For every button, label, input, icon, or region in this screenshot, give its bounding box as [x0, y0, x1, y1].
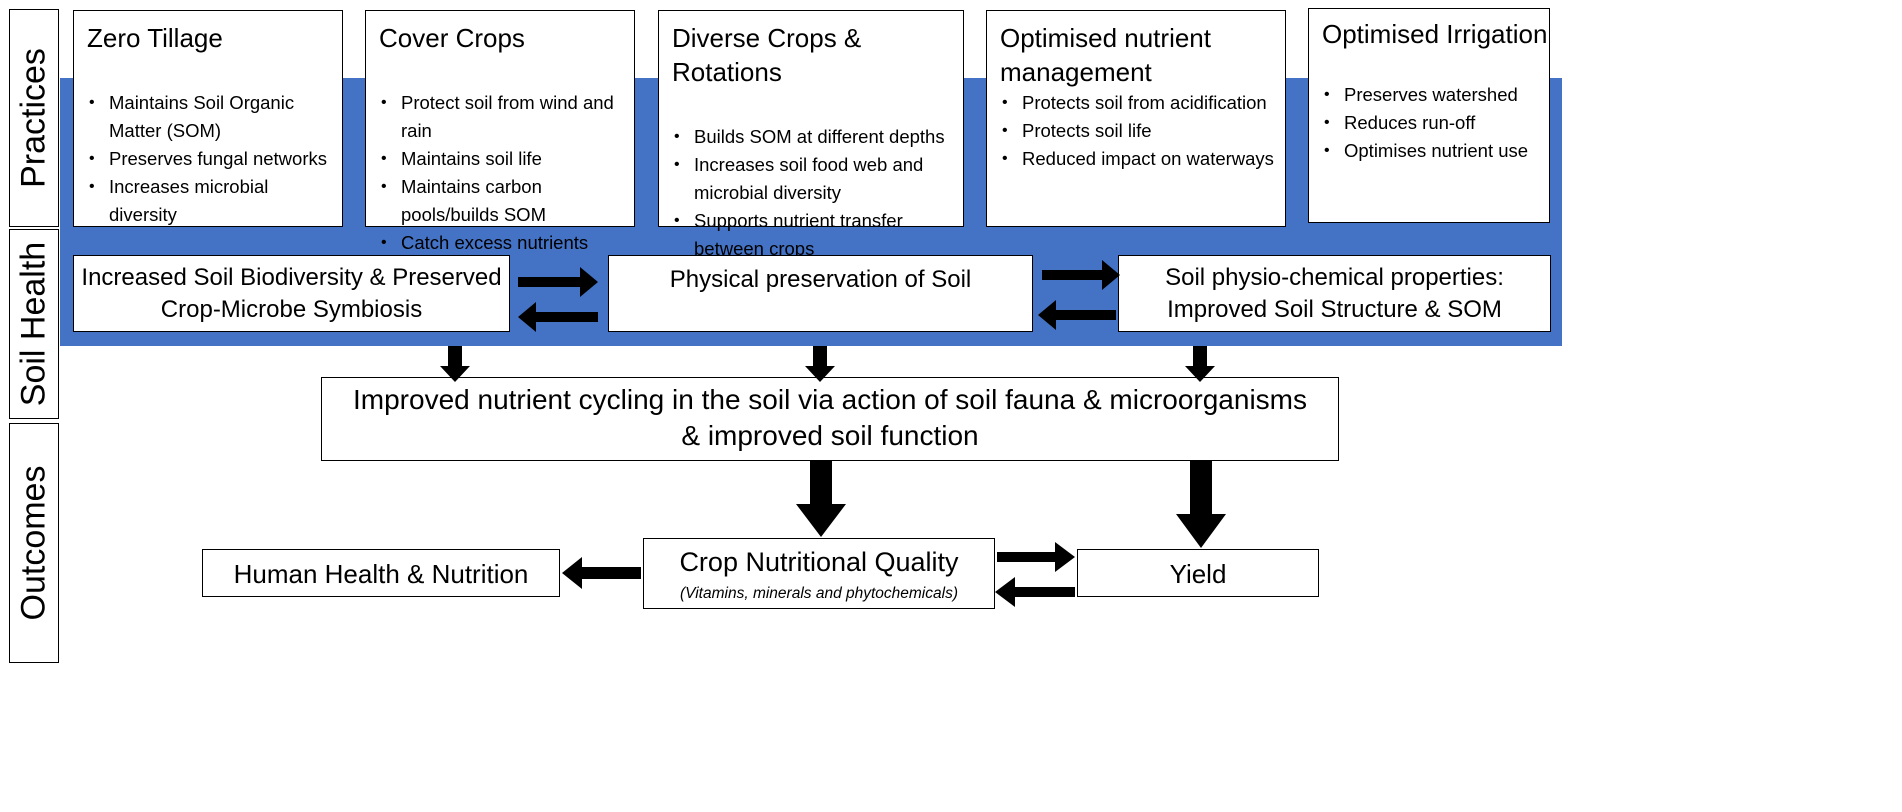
bullet: Maintains carbon [381, 173, 634, 201]
arrow-yield-to-quality [995, 577, 1075, 607]
arrow-biodiversity-to-physical [518, 267, 598, 297]
physio-chemical-line1: Soil physio-chemical properties: [1165, 264, 1504, 291]
practice-title: Zero Tillage [87, 23, 223, 53]
arrow-nutrient-to-quality [796, 461, 846, 537]
practice-title: Cover Crops [379, 23, 525, 53]
bullet: Protect soil from wind and [381, 89, 634, 117]
nutrient-cycling-line1: Improved nutrient cycling in the soil vi… [353, 384, 1307, 415]
bullet: Increases soil food web and [674, 151, 963, 179]
arrow-nutrient-to-yield [1176, 461, 1226, 548]
practices-side-label: Practices [9, 9, 59, 227]
nutrient-cycling-box: Improved nutrient cycling in the soil vi… [321, 377, 1339, 461]
crop-quality-text: Crop Nutritional Quality [679, 547, 959, 577]
bullet: Protects soil life [1002, 117, 1285, 145]
crop-quality-box: Crop Nutritional Quality (Vitamins, mine… [643, 538, 995, 609]
nutrient-cycling-line2: & improved soil function [681, 420, 979, 451]
human-health-box: Human Health & Nutrition [202, 549, 560, 597]
bullet: Catch excess nutrients [381, 229, 634, 257]
soil-health-side-label: Soil Health [9, 229, 59, 419]
bullet-continuation: Matter (SOM) [109, 120, 222, 141]
physical-preservation-text: Physical preservation of Soil [669, 266, 972, 293]
practice-title: Diverse Crops & Rotations [672, 23, 862, 87]
bullet: Reduced impact on waterways [1002, 145, 1285, 173]
practice-title-line1: Optimised nutrient [1000, 23, 1211, 53]
bullet: Preserves watershed [1324, 81, 1549, 109]
practice-zero-tillage: Zero Tillage Maintains Soil Organic Matt… [73, 10, 343, 227]
soil-biodiversity-box: Increased Soil Biodiversity & Preserved … [73, 255, 510, 332]
arrow-physical-to-biodiversity [518, 302, 598, 332]
arrow-quality-to-yield [997, 542, 1075, 572]
bullet: Builds SOM at different depths [674, 123, 963, 151]
bullet: Reduces run-off [1324, 109, 1549, 137]
bullet: Increases microbial [89, 173, 342, 201]
bullet: Maintains Soil Organic [89, 89, 342, 117]
yield-box: Yield [1077, 549, 1319, 597]
practice-title-line2: management [1000, 57, 1152, 87]
arrow-biodiversity-down [440, 346, 470, 382]
bullet: Supports nutrient transfer [674, 207, 963, 235]
bullet-continuation: rain [401, 120, 432, 141]
arrow-quality-to-human [562, 557, 641, 589]
bullet-continuation: diversity [109, 204, 177, 225]
yield-text: Yield [1169, 559, 1227, 589]
arrow-physical-to-physio [1042, 260, 1120, 290]
bullet: Optimises nutrient use [1324, 137, 1549, 165]
practice-diverse-crops: Diverse Crops & Rotations Builds SOM at … [658, 10, 964, 259]
bullet-continuation: between crops [694, 238, 815, 259]
bullet-continuation: microbial diversity [694, 182, 842, 203]
physical-preservation-box: Physical preservation of Soil [608, 255, 1033, 332]
soil-biodiversity-line2: Crop-Microbe Symbiosis [160, 296, 423, 323]
practice-cover-crops: Cover Crops Protect soil from wind and r… [365, 10, 635, 257]
human-health-text: Human Health & Nutrition [233, 559, 529, 589]
arrow-physio-down [1185, 346, 1215, 382]
soil-biodiversity-line1: Increased Soil Biodiversity & Preserved [81, 264, 502, 291]
bullet-continuation: pools/builds SOM [401, 204, 546, 225]
bullet: Maintains soil life [381, 145, 634, 173]
bullet: Preserves fungal networks [89, 145, 342, 173]
arrow-physio-to-physical [1038, 300, 1116, 330]
bullet: Protects soil from acidification [1002, 89, 1285, 117]
crop-quality-subtext: (Vitamins, minerals and phytochemicals) [680, 585, 958, 602]
physio-chemical-box: Soil physio-chemical properties: Improve… [1118, 255, 1551, 332]
practice-nutrient-management: Optimised nutrient management Protects s… [986, 10, 1286, 227]
practice-title: Optimised Irrigation [1322, 19, 1548, 49]
practice-optimised-irrigation: Optimised Irrigation Preserves watershed… [1308, 8, 1550, 223]
arrow-physical-down [805, 346, 835, 382]
physio-chemical-line2: Improved Soil Structure & SOM [1167, 296, 1502, 323]
outcomes-side-label: Outcomes [9, 423, 59, 663]
